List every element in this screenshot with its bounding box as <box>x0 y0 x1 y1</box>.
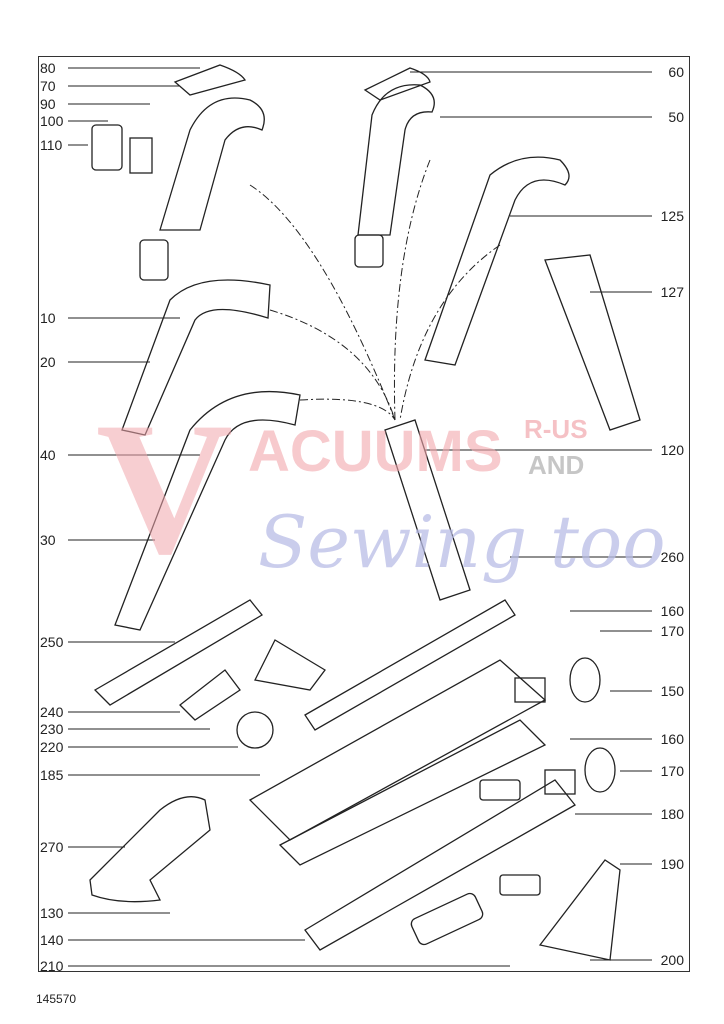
callout-220: 220 <box>40 739 64 755</box>
callout-170-b: 170 <box>660 763 684 779</box>
document-number: 145570 <box>36 992 77 1006</box>
callout-260: 260 <box>660 549 684 565</box>
callout-20: 20 <box>40 354 56 370</box>
callout-120: 120 <box>660 442 684 458</box>
callout-140: 140 <box>40 932 64 948</box>
callout-185: 185 <box>40 767 64 783</box>
callout-70: 70 <box>40 78 56 94</box>
callout-130: 130 <box>40 905 64 921</box>
callout-190: 190 <box>660 856 684 872</box>
callout-110: 110 <box>40 137 63 153</box>
diagram-frame <box>38 56 690 972</box>
callout-250: 250 <box>40 634 64 650</box>
callout-30: 30 <box>40 532 56 548</box>
callout-127: 127 <box>660 284 684 300</box>
callout-200: 200 <box>660 952 684 968</box>
callout-125: 125 <box>660 208 684 224</box>
callout-50: 50 <box>668 109 684 125</box>
callout-240: 240 <box>40 704 64 720</box>
callout-80: 80 <box>40 60 56 76</box>
callout-90: 90 <box>40 96 56 112</box>
callout-10: 10 <box>40 310 56 326</box>
callout-100: 100 <box>40 113 64 129</box>
callout-160: 160 <box>660 603 684 619</box>
callout-230: 230 <box>40 721 64 737</box>
callout-270: 270 <box>40 839 64 855</box>
callout-60: 60 <box>668 64 684 80</box>
callout-210: 210 <box>40 958 64 974</box>
callout-40: 40 <box>40 447 56 463</box>
callout-160-b: 160 <box>660 731 684 747</box>
callout-170: 170 <box>660 623 684 639</box>
callout-180: 180 <box>660 806 684 822</box>
callout-150: 150 <box>660 683 684 699</box>
